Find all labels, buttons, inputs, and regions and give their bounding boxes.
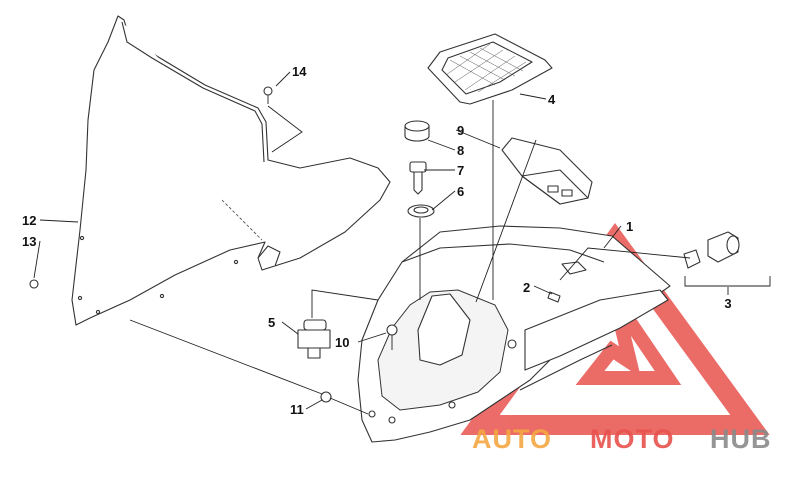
callout-9: 9 <box>457 123 464 138</box>
callout-7: 7 <box>457 163 464 178</box>
windshield-fold-line <box>221 199 263 241</box>
callout-6: 6 <box>457 184 464 199</box>
key-part-7 <box>409 161 427 195</box>
switch-part-5 <box>297 319 331 359</box>
hood-vent <box>417 293 471 366</box>
callout-1: 1 <box>626 219 633 234</box>
callout-13: 13 <box>22 234 36 249</box>
storage-net <box>427 33 553 105</box>
windshield-hole <box>95 309 101 315</box>
callout-leaders <box>33 71 729 410</box>
callout-labels: 1 2 3 4 5 6 7 8 9 10 11 12 13 14 <box>22 64 732 417</box>
rivet-part-14 <box>263 86 273 104</box>
watermark-word-moto: MOTO <box>590 424 675 454</box>
callout-10: 10 <box>335 335 349 350</box>
hood-fastener <box>448 401 456 409</box>
callout-2: 2 <box>523 280 530 295</box>
callout-14: 14 <box>292 64 307 79</box>
hood-fastener <box>368 410 376 418</box>
callout-5: 5 <box>268 315 275 330</box>
windshield-hole <box>159 293 165 299</box>
fastener-part-13 <box>29 279 39 289</box>
clip-part-2 <box>547 291 561 303</box>
hood-inner-line <box>401 243 605 263</box>
watermark-word-hub: HUB <box>710 424 772 454</box>
instrument-console <box>501 137 593 205</box>
hood-right-scoop <box>524 289 669 371</box>
storage-net-mesh <box>441 41 533 95</box>
ring-part-6 <box>407 204 435 218</box>
nut-part-11 <box>320 391 332 403</box>
hood-fastener <box>388 416 396 424</box>
callout-12: 12 <box>22 213 36 228</box>
logo-inner-mark-icon <box>575 296 682 385</box>
hood-right-ridge <box>519 344 613 391</box>
windshield-outline <box>71 15 391 326</box>
windshield-lower-lip <box>257 245 281 267</box>
watermark-wordmark: AUTO MOTO HUB <box>472 424 772 454</box>
callout-11: 11 <box>290 402 304 417</box>
cap-part-8 <box>404 120 430 142</box>
callout-4: 4 <box>548 92 556 107</box>
watermark-word-auto: AUTO <box>472 424 552 454</box>
console-connector <box>561 189 573 197</box>
hood-cowl <box>357 225 671 443</box>
callout-8: 8 <box>457 143 464 158</box>
socket-part-3 <box>683 231 740 269</box>
windshield-rim <box>121 21 265 163</box>
assembly-lines <box>129 100 771 415</box>
windshield <box>71 15 391 326</box>
windshield-hole <box>79 235 85 241</box>
windshield-hole <box>233 259 239 265</box>
storage-net-grid <box>445 43 527 93</box>
screw-part-10 <box>386 324 398 350</box>
console-connector <box>547 185 559 193</box>
hood-fastener <box>507 339 517 349</box>
callout-3: 3 <box>724 296 731 311</box>
windshield-hole <box>77 295 83 301</box>
